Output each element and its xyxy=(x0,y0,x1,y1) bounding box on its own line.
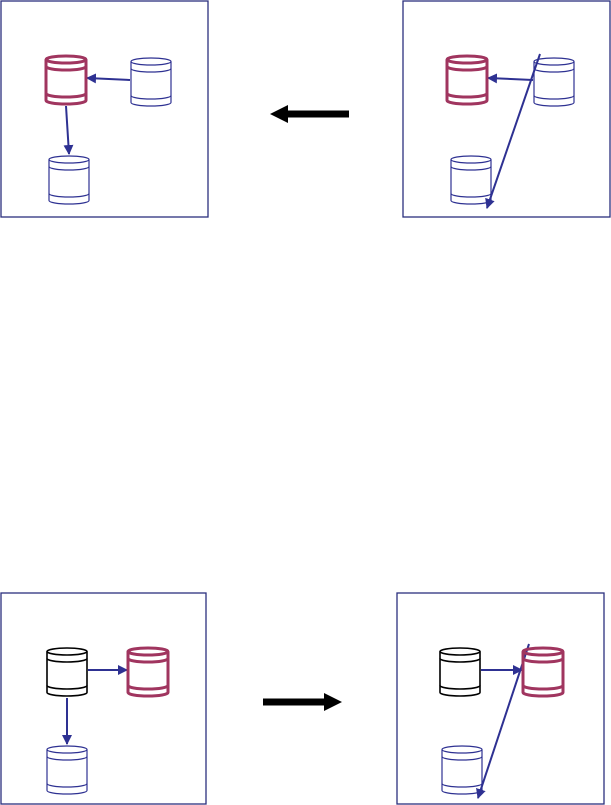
panel-frame xyxy=(403,1,610,217)
arrow-head xyxy=(324,693,342,711)
panel-top-left xyxy=(1,1,208,217)
arrow-shaft xyxy=(263,699,324,706)
panel-top-right xyxy=(403,1,610,217)
arrow-head xyxy=(270,105,288,123)
transition-arrow-right xyxy=(263,693,342,711)
arrow-shaft xyxy=(288,111,349,118)
transition-arrow-left xyxy=(270,105,349,123)
panel-frame xyxy=(1,1,208,217)
panel-frame xyxy=(1,593,206,804)
panel-bottom-right xyxy=(397,593,604,804)
panel-frame xyxy=(397,593,604,804)
transitions-layer xyxy=(263,105,349,711)
panel-bottom-left xyxy=(1,593,206,804)
